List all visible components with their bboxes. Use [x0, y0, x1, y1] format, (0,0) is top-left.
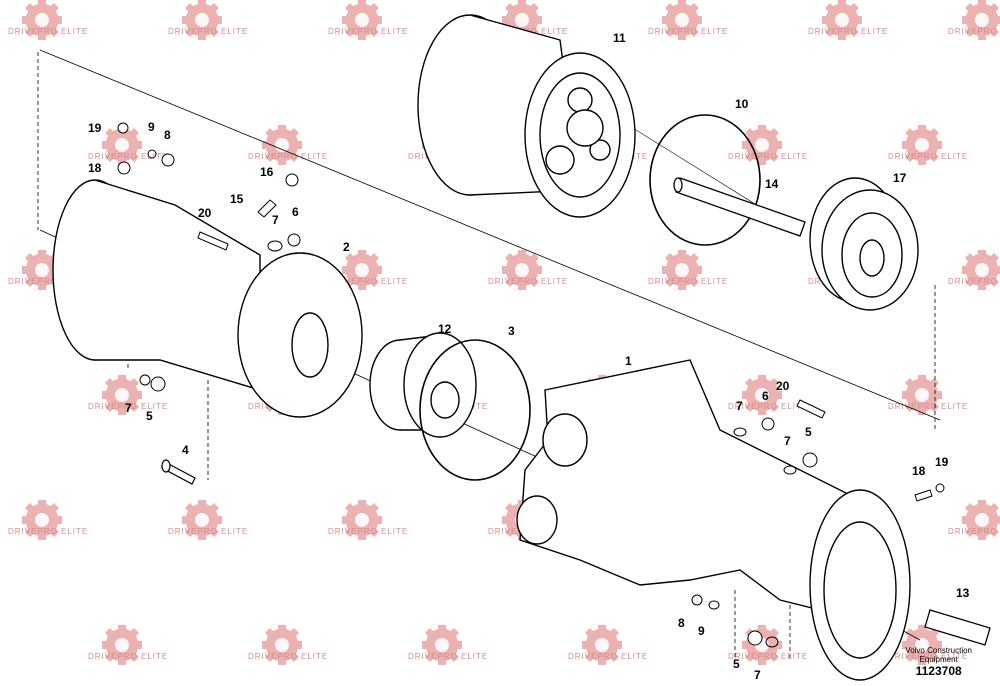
watermark-text: DRIVEPRO ELITE [8, 27, 88, 36]
callout-15: 15 [230, 192, 244, 206]
watermark-text: DRIVEPRO ELITE [88, 152, 168, 161]
callout-7b: 7 [125, 401, 132, 415]
watermark-text: DRIVEPRO ELITE [948, 277, 1000, 286]
watermark-text: DRIVEPRO ELITE [88, 652, 168, 661]
callout-6b: 6 [762, 389, 769, 403]
callout-5b: 5 [805, 425, 812, 439]
axle-casing-main [516, 359, 911, 681]
drive-shaft-upper [673, 177, 806, 237]
callout-5a: 5 [146, 409, 153, 423]
watermark-text: DRIVEPRO ELITE [248, 652, 328, 661]
callout-11: 11 [613, 31, 626, 45]
callout-18a: 18 [88, 161, 102, 175]
callout-7a: 7 [272, 213, 279, 227]
callout-10: 10 [735, 97, 749, 111]
callout-18b: 18 [912, 464, 926, 478]
brake-pack [809, 177, 919, 311]
watermark-text: DRIVEPRO ELITE [328, 27, 408, 36]
callout-19a: 19 [88, 121, 102, 135]
differential-assembly [369, 332, 477, 438]
watermark-text: DRIVEPRO ELITE [728, 152, 808, 161]
watermark-text: DRIVEPRO ELITE [648, 27, 728, 36]
callout-7c: 7 [736, 399, 743, 413]
callout-3: 3 [508, 324, 515, 338]
watermark-text: DRIVEPRO ELITE [728, 402, 808, 411]
callout-5c: 5 [733, 657, 740, 671]
callout-20a: 20 [198, 206, 212, 220]
small-hardware [117, 122, 945, 648]
watermark-text: DRIVEPRO ELITE [888, 402, 968, 411]
callout-14: 14 [765, 177, 779, 191]
figure-reference: 1123708 [915, 664, 962, 678]
watermark-text: DRIVEPRO ELITE [8, 527, 88, 536]
callout-9b: 9 [698, 624, 705, 638]
watermark-text: DRIVEPRO ELITE [488, 277, 568, 286]
watermark-text: DRIVEPRO ELITE [328, 527, 408, 536]
watermark-text: DRIVEPRO ELITE [648, 277, 728, 286]
callout-7e: 7 [754, 668, 761, 682]
callout-13: 13 [956, 586, 970, 600]
callout-8b: 8 [678, 616, 685, 630]
watermark-text: DRIVEPRO ELITE [168, 527, 248, 536]
callout-20b: 20 [776, 379, 790, 393]
watermark-text: DRIVEPRO ELITE [888, 652, 968, 661]
watermark-text: DRIVEPRO ELITE [888, 152, 968, 161]
brand-line-2: Equipment [919, 655, 958, 664]
watermark-text: DRIVEPRO ELITE [328, 277, 408, 286]
bolt-part-4 [161, 459, 196, 485]
callout-8a: 8 [164, 128, 171, 142]
watermark-text: DRIVEPRO ELITE [248, 152, 328, 161]
watermark-text: DRIVEPRO ELITE [88, 402, 168, 411]
drive-shaft-lower [924, 609, 991, 646]
callout-labels: 11 10 14 17 19 9 8 18 16 15 7 6 20 2 12 … [88, 31, 970, 682]
callout-9a: 9 [148, 120, 155, 134]
o-ring-medium [419, 339, 531, 481]
watermark-text: DRIVEPRO ELITE [948, 527, 1000, 536]
callout-7d: 7 [784, 434, 791, 448]
watermark-text: DRIVEPRO ELITE [808, 27, 888, 36]
callout-16: 16 [260, 165, 274, 179]
callout-6a: 6 [292, 205, 299, 219]
o-ring-large [649, 114, 761, 246]
callout-12: 12 [438, 322, 452, 336]
planetary-hub [417, 14, 636, 218]
brand-line-1: Volvo Construction [905, 646, 972, 655]
callout-19b: 19 [935, 455, 949, 469]
watermark-text: DRIVEPRO ELITE [568, 652, 648, 661]
watermark-text: DRIVEPRO ELITE [408, 652, 488, 661]
axle-housing-left [52, 179, 363, 418]
watermark-text: DRIVEPRO ELITE [8, 277, 88, 286]
callout-2: 2 [343, 240, 350, 254]
watermark-text: DRIVEPRO ELITE [948, 27, 1000, 36]
callout-4: 4 [182, 443, 189, 457]
callout-1: 1 [625, 354, 632, 368]
publisher-credit: Volvo Construction Equipment 1123708 [905, 646, 972, 678]
watermark-text: DRIVEPRO ELITE [168, 27, 248, 36]
callout-17: 17 [893, 171, 907, 185]
watermark-text: DRIVEPRO ELITE [728, 652, 808, 661]
